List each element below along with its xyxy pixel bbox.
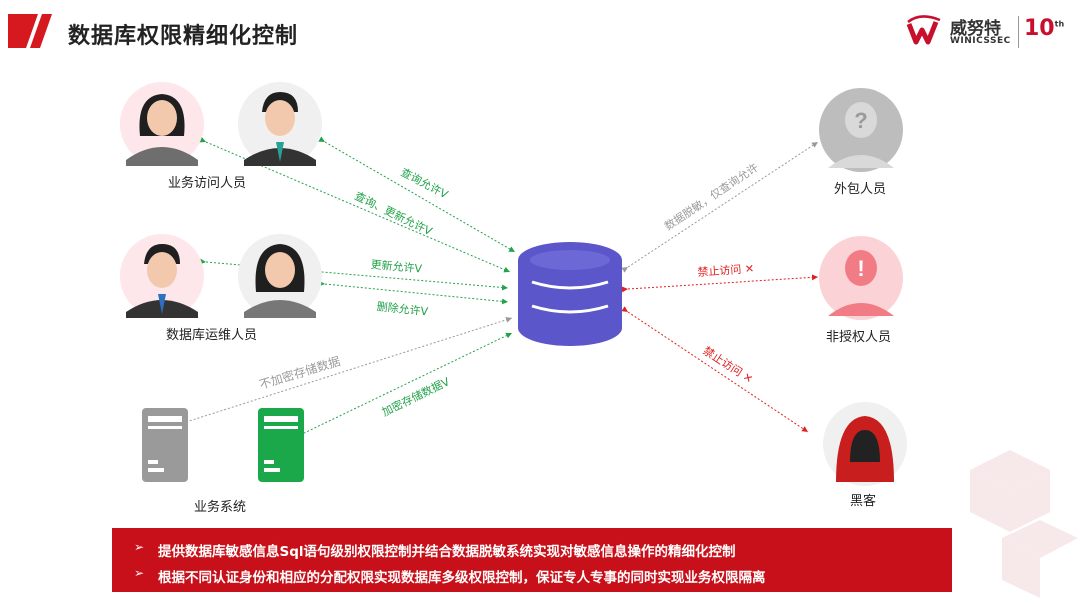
business-staff-female-avatar [120, 82, 204, 166]
hacker-label: 黑客 [850, 494, 877, 509]
edge-delete [318, 280, 509, 305]
summary-line-2-text: 根据不同认证身份和相应的分配权限实现数据库多级权限控制，保证专人专事的同时实现业… [158, 570, 766, 586]
summary-banner: ➢ 提供数据库敏感信息Sql语句级别权限控制并结合数据脱敏系统实现对敏感信息操作… [112, 528, 952, 592]
summary-line-1-text: 提供数据库敏感信息Sql语句级别权限控制并结合数据脱敏系统实现对敏感信息操作的精… [158, 544, 736, 560]
edge-deny-hacker [621, 306, 809, 433]
server-unencrypted-icon [142, 408, 188, 482]
edge-deny-unauthorized [621, 274, 819, 293]
database-icon [518, 242, 622, 346]
edge-masked [621, 141, 819, 273]
edge-query-update [199, 136, 511, 273]
business-staff-male-avatar [238, 82, 322, 166]
hacker-avatar [823, 402, 907, 486]
unauthorized-avatar: ! [819, 236, 903, 320]
db-ops-label: 数据库运维人员 [166, 328, 258, 343]
db-ops-male-avatar [120, 234, 204, 318]
business-system-label: 业务系统 [194, 500, 247, 515]
header-logo-mark [8, 14, 52, 48]
db-ops-female-avatar [238, 234, 322, 318]
decorative-cubes [970, 450, 1078, 598]
svg-text:!: ! [857, 256, 864, 281]
summary-line-1: ➢ 提供数据库敏感信息Sql语句级别权限控制并结合数据脱敏系统实现对敏感信息操作… [134, 540, 736, 560]
edge-encrypted [293, 332, 513, 441]
summary-line-2: ➢ 根据不同认证身份和相应的分配权限实现数据库多级权限控制，保证专人专事的同时实… [134, 566, 766, 586]
brand-name-cn: 威努特 [950, 19, 1001, 39]
page-title: 数据库权限精细化控制 [68, 24, 299, 49]
business-staff-label: 业务访问人员 [168, 176, 247, 191]
anniversary-badge: 10th [1024, 16, 1065, 41]
brand-logo: 威努特 WINICSSEC 10th [906, 12, 1064, 54]
winicssec-logo-icon [906, 15, 941, 45]
outsourced-avatar: ? [819, 88, 903, 172]
bullet-arrow-icon: ➢ [134, 566, 145, 580]
svg-text:?: ? [854, 108, 867, 133]
bullet-arrow-icon: ➢ [134, 540, 145, 554]
server-encrypted-icon [258, 408, 304, 482]
brand-name-en: WINICSSEC [950, 36, 1011, 46]
brand-divider [1018, 16, 1019, 48]
outsourced-label: 外包人员 [834, 182, 887, 197]
unauthorized-label: 非授权人员 [826, 330, 892, 345]
